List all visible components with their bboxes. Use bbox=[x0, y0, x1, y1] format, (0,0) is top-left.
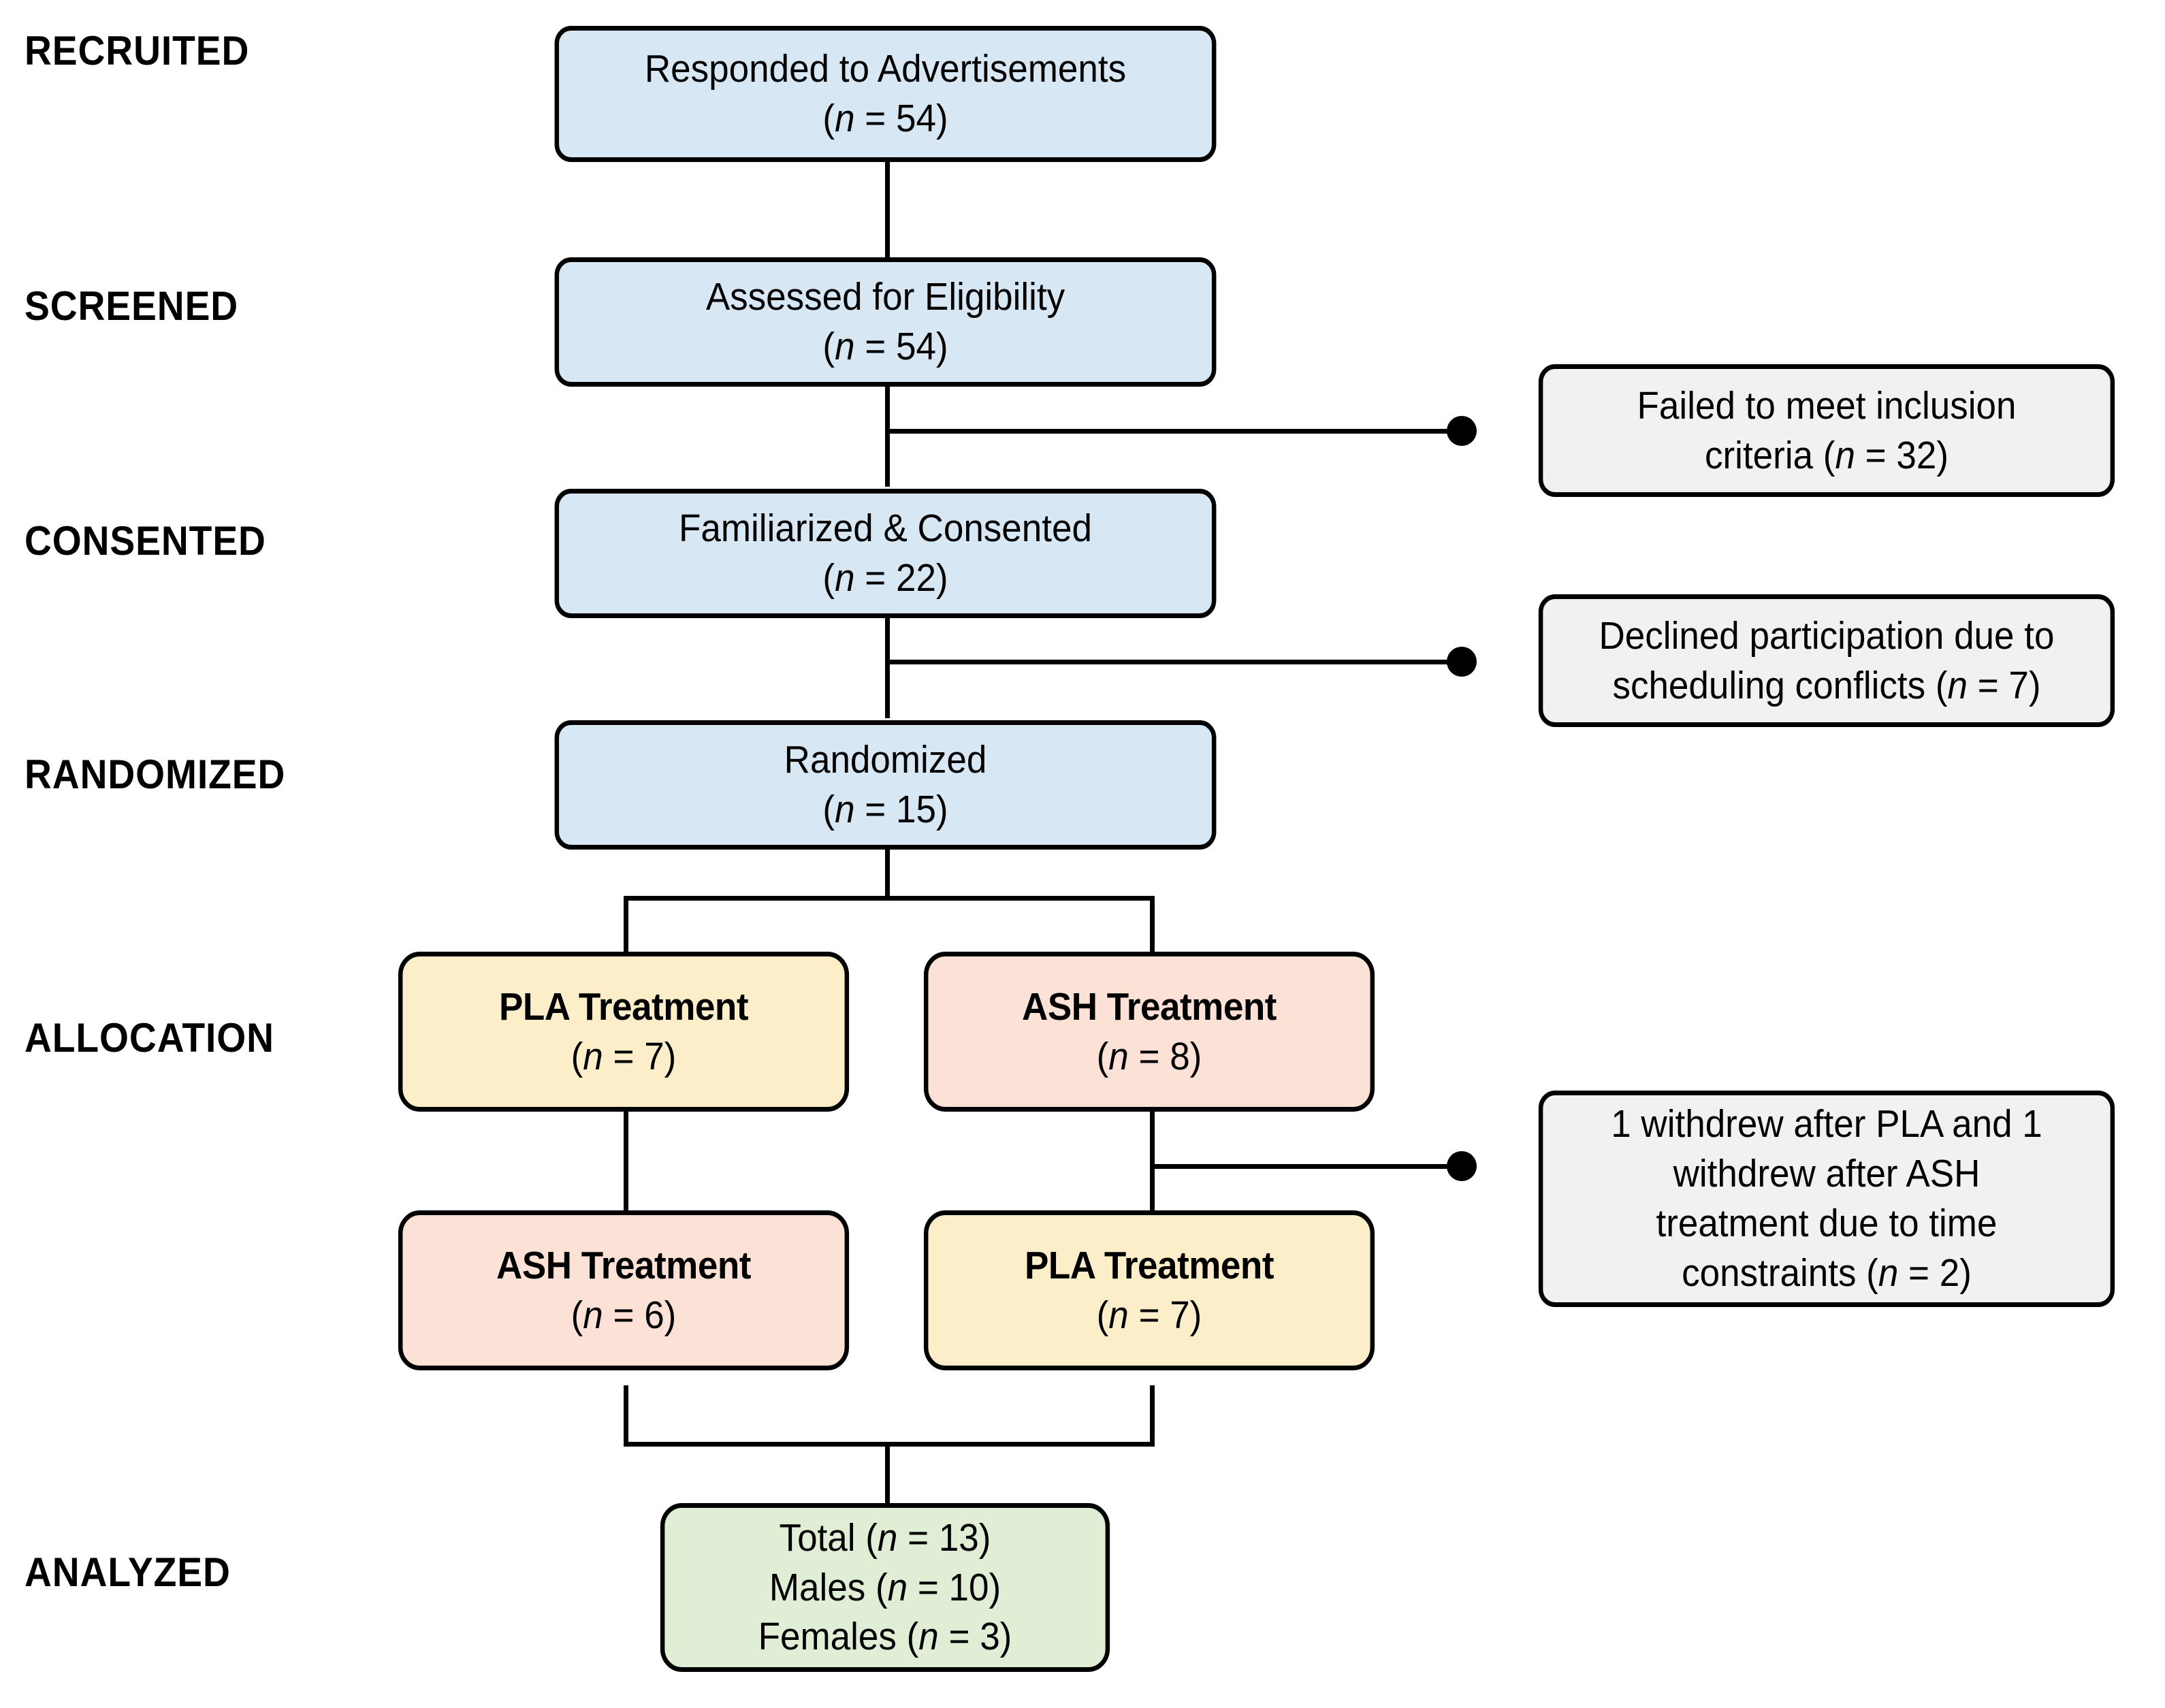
connector-assessed-consented bbox=[885, 385, 890, 487]
connector-allocation-bar bbox=[624, 896, 1155, 901]
node-line-title: PLA Treatment bbox=[498, 984, 749, 1029]
node-analyzed-totals[interactable]: Total (n = 13) Males (n = 10) Females (n… bbox=[660, 1503, 1110, 1672]
node-crossover-pla-treatment[interactable]: PLA Treatment (n = 7) bbox=[923, 1210, 1375, 1370]
node-line-2: withdrew after ASH bbox=[1673, 1152, 1980, 1196]
connector-crossover-right bbox=[1150, 1110, 1155, 1212]
node-line-4: constraints (n = 2) bbox=[1682, 1251, 1972, 1295]
connector-merge-to-analyzed bbox=[885, 1442, 890, 1506]
node-line-title: Responded to Advertisements bbox=[644, 47, 1127, 91]
node-line-1: Failed to meet inclusion bbox=[1637, 383, 2017, 428]
node-line-title: Randomized bbox=[784, 738, 987, 782]
node-responded-to-advertisements[interactable]: Responded to Advertisements (n = 54) bbox=[554, 26, 1217, 162]
node-line-title: ASH Treatment bbox=[1022, 984, 1277, 1029]
node-line-total: Total (n = 13) bbox=[779, 1515, 991, 1560]
stage-label-consented: CONSENTED bbox=[25, 518, 266, 564]
node-exclusion-withdrew-time-constraints[interactable]: 1 withdrew after PLA and 1 withdrew afte… bbox=[1538, 1091, 2115, 1307]
node-line-count: (n = 6) bbox=[571, 1293, 677, 1337]
node-line-count: (n = 22) bbox=[822, 556, 948, 600]
connector-responded-assessed bbox=[885, 161, 890, 257]
connector-exclusion-withdrew bbox=[1150, 1164, 1467, 1169]
stage-label-randomized: RANDOMIZED bbox=[25, 752, 286, 797]
node-line-2: scheduling conflicts (n = 7) bbox=[1612, 663, 2041, 707]
node-exclusion-declined-participation[interactable]: Declined participation due to scheduling… bbox=[1538, 594, 2115, 727]
stage-label-screened: SCREENED bbox=[25, 283, 239, 329]
connector-endpoint-dot-inclusion bbox=[1447, 416, 1477, 446]
node-randomized[interactable]: Randomized (n = 15) bbox=[554, 720, 1217, 850]
connector-allocation-right-drop bbox=[1150, 896, 1155, 954]
node-line-count: (n = 7) bbox=[1096, 1293, 1202, 1337]
node-line-count: (n = 8) bbox=[1096, 1034, 1202, 1078]
node-exclusion-failed-inclusion-criteria[interactable]: Failed to meet inclusion criteria (n = 3… bbox=[1538, 364, 2115, 497]
connector-merge-right-rise bbox=[1150, 1385, 1155, 1447]
node-allocation-ash-treatment[interactable]: ASH Treatment (n = 8) bbox=[923, 952, 1375, 1112]
node-line-count: (n = 15) bbox=[822, 788, 948, 831]
stage-label-allocation: ALLOCATION bbox=[25, 1015, 274, 1061]
stage-label-analyzed: ANALYZED bbox=[25, 1549, 231, 1595]
connector-exclusion-inclusion bbox=[885, 429, 1467, 434]
node-familiarized-and-consented[interactable]: Familiarized & Consented (n = 22) bbox=[554, 489, 1217, 618]
node-line-count: (n = 54) bbox=[822, 97, 948, 140]
connector-consented-randomized bbox=[885, 616, 890, 718]
connector-endpoint-dot-declined bbox=[1447, 647, 1477, 677]
connector-exclusion-declined bbox=[885, 660, 1467, 664]
node-line-count: (n = 7) bbox=[571, 1034, 677, 1078]
node-line-2: criteria (n = 32) bbox=[1705, 433, 1948, 477]
node-line-title: Assessed for Eligibility bbox=[705, 275, 1065, 319]
node-line-males: Males (n = 10) bbox=[769, 1565, 1001, 1609]
node-line-females: Females (n = 3) bbox=[758, 1615, 1012, 1659]
node-crossover-ash-treatment[interactable]: ASH Treatment (n = 6) bbox=[398, 1210, 850, 1370]
node-line-3: treatment due to time bbox=[1656, 1202, 1998, 1245]
stage-label-recruited: RECRUITED bbox=[25, 28, 250, 74]
connector-merge-left-rise bbox=[624, 1385, 628, 1447]
node-line-1: 1 withdrew after PLA and 1 bbox=[1611, 1102, 2042, 1146]
node-line-title: Familiarized & Consented bbox=[679, 506, 1092, 551]
connector-randomized-stem bbox=[885, 850, 890, 901]
node-assessed-for-eligibility[interactable]: Assessed for Eligibility (n = 54) bbox=[554, 257, 1217, 387]
node-line-title: ASH Treatment bbox=[496, 1243, 751, 1287]
node-line-1: Declined participation due to bbox=[1599, 613, 2055, 658]
node-line-title: PLA Treatment bbox=[1024, 1243, 1274, 1287]
connector-allocation-left-drop bbox=[624, 896, 628, 954]
connector-endpoint-dot-withdrew bbox=[1447, 1151, 1477, 1181]
node-allocation-pla-treatment[interactable]: PLA Treatment (n = 7) bbox=[398, 952, 850, 1112]
node-line-count: (n = 54) bbox=[822, 325, 948, 368]
connector-crossover-left bbox=[624, 1110, 628, 1212]
